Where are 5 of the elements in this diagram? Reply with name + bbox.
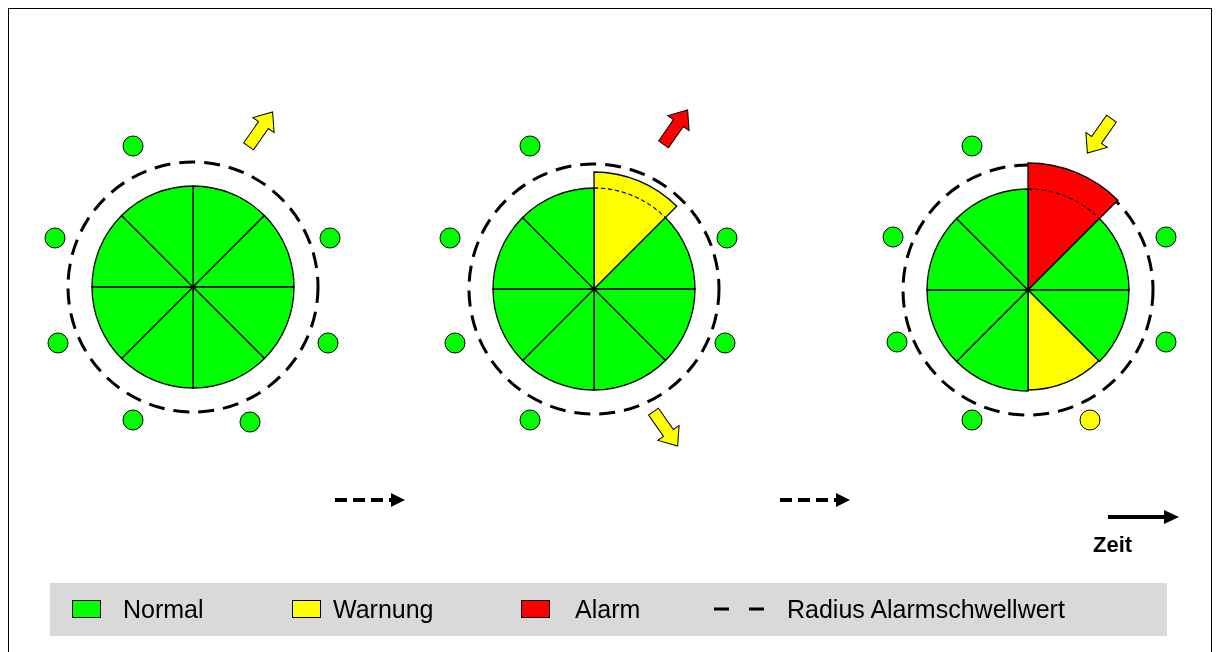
legend-label: Alarm xyxy=(575,595,641,623)
axis-label: Zeit xyxy=(1093,532,1133,558)
legend-label: Normal xyxy=(123,595,204,623)
legend-label: Warnung xyxy=(333,595,434,623)
legend-label: Radius Alarmschwellwert xyxy=(787,595,1065,623)
